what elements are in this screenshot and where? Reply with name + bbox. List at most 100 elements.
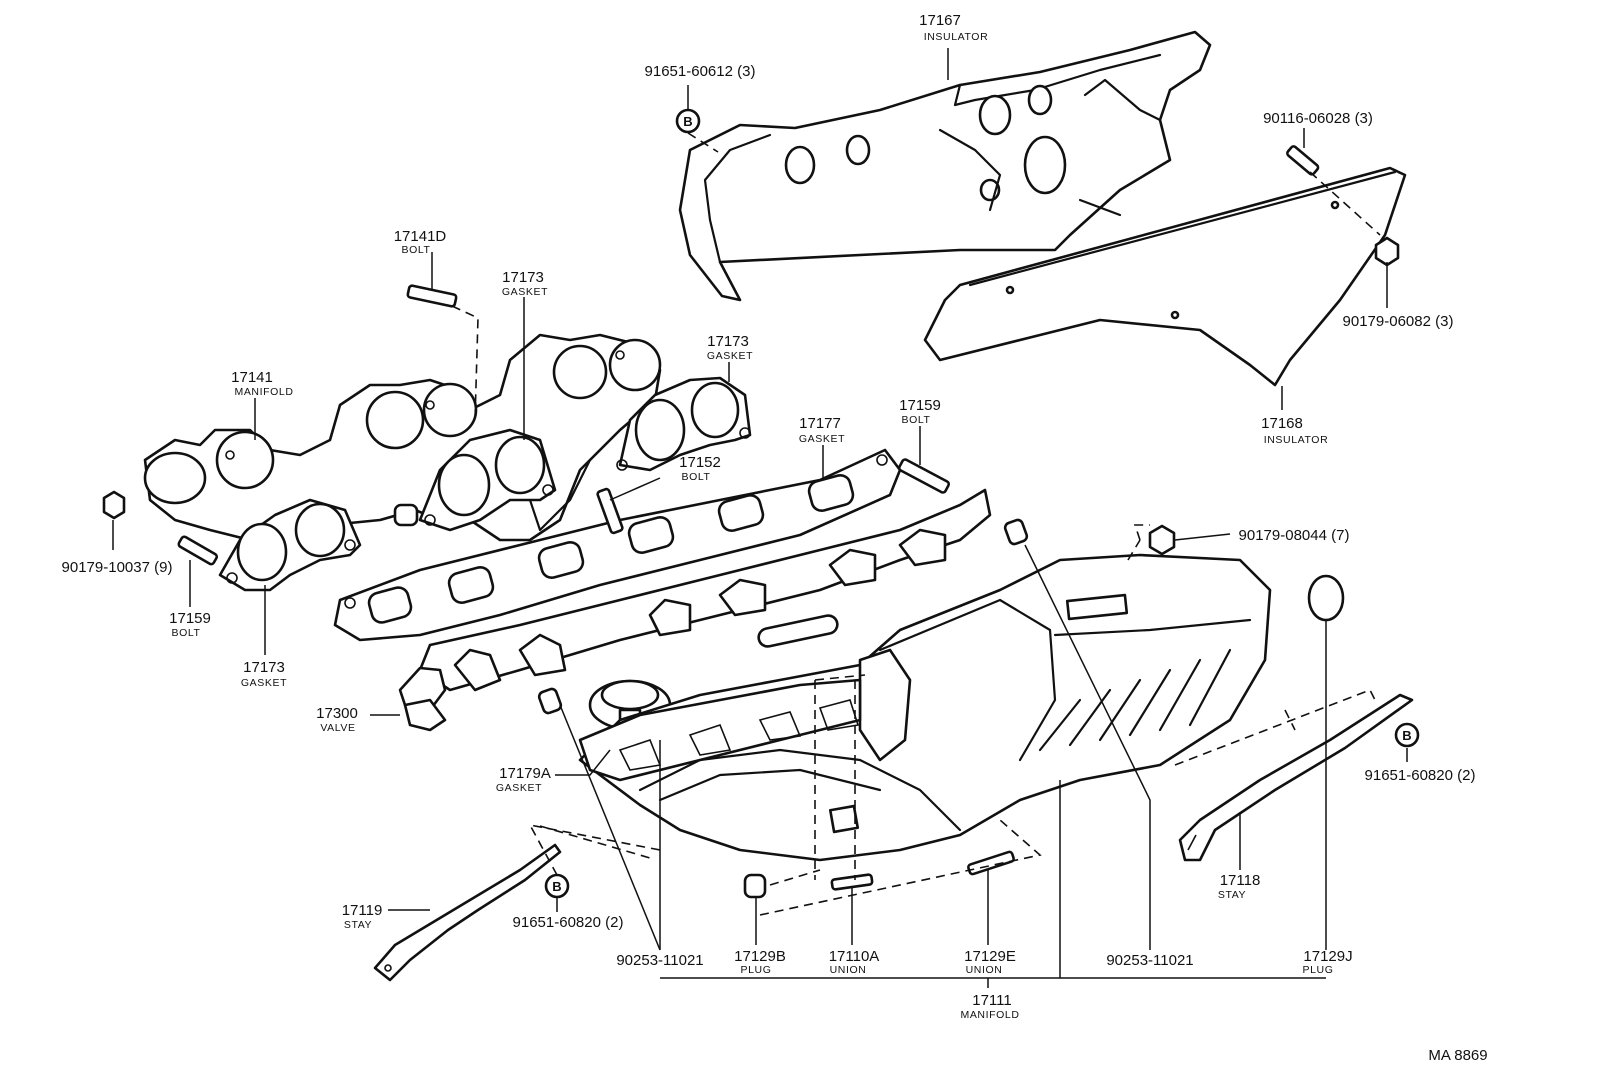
gasket-17173-middle (418, 428, 557, 532)
svg-text:90116-06028 (3): 90116-06028 (3) (1263, 110, 1373, 127)
union-17129E (967, 850, 1015, 876)
svg-text:91651-60820 (2): 91651-60820 (2) (513, 914, 624, 931)
svg-text:17173: 17173 (502, 269, 544, 286)
svg-text:B: B (683, 114, 692, 129)
svg-text:17119: 17119 (342, 902, 383, 919)
svg-text:17129E: 17129E (964, 948, 1016, 965)
svg-text:MANIFOLD: MANIFOLD (960, 1009, 1019, 1021)
callout-17111: 17111 MANIFOLD (960, 992, 1019, 1021)
svg-text:17179A: 17179A (499, 765, 551, 782)
callout-17179A: 17179A GASKET (496, 765, 551, 794)
callout-90179-06082: 90179-06082 (3) (1343, 313, 1454, 330)
svg-text:PLUG: PLUG (1303, 964, 1334, 976)
gasket-17173-right (616, 376, 752, 472)
svg-text:BOLT: BOLT (901, 414, 930, 426)
svg-text:MANIFOLD: MANIFOLD (234, 386, 293, 398)
svg-text:INSULATOR: INSULATOR (1264, 434, 1329, 446)
valve-17300 (398, 666, 447, 732)
gasket-17177 (333, 448, 902, 642)
union-17110A (830, 873, 874, 891)
intake-manifold-17111 (578, 553, 1272, 862)
svg-text:UNION: UNION (830, 964, 867, 976)
nut-90179-06082 (1374, 236, 1400, 267)
callout-90179-10037: 90179-10037 (9) (62, 559, 173, 576)
svg-text:GASKET: GASKET (496, 782, 542, 794)
plug-90253-11021 (537, 518, 1029, 715)
bolt-17159-right (897, 458, 951, 494)
callout-17129J: 17129J PLUG (1303, 948, 1353, 976)
drawing-id: MA 8869 (1428, 1047, 1487, 1064)
svg-text:STAY: STAY (1218, 889, 1246, 901)
callout-17159-right: 17159 BOLT (899, 397, 941, 426)
svg-text:17300: 17300 (316, 705, 358, 722)
svg-text:B: B (1402, 728, 1411, 743)
callout-17119: 17119 STAY (342, 902, 383, 931)
svg-text:90179-06082 (3): 90179-06082 (3) (1343, 313, 1454, 330)
svg-text:90179-10037 (9): 90179-10037 (9) (62, 559, 173, 576)
stay-17119 (373, 843, 562, 982)
callout-17177: 17177 GASKET (799, 415, 845, 445)
svg-text:90179-08044 (7): 90179-08044 (7) (1239, 527, 1350, 544)
svg-text:PLUG: PLUG (741, 964, 772, 976)
svg-text:UNION: UNION (966, 964, 1003, 976)
svg-text:BOLT: BOLT (171, 627, 200, 639)
svg-text:17173: 17173 (243, 659, 285, 676)
callout-91651-60820-right: 91651-60820 (2) (1365, 767, 1476, 784)
svg-text:BOLT: BOLT (401, 244, 430, 256)
svg-text:STAY: STAY (344, 919, 372, 931)
callout-91651-60612: 91651-60612 (3) (645, 63, 756, 80)
callout-17168: 17168 INSULATOR (1261, 415, 1328, 446)
callout-17141: 17141 MANIFOLD (231, 369, 293, 398)
callout-17152: 17152 BOLT (679, 454, 721, 483)
callout-17110A: 17110A UNION (829, 948, 880, 976)
bolt-17141D (406, 284, 458, 308)
plug-17129J (1307, 574, 1345, 622)
svg-text:17159: 17159 (899, 397, 941, 414)
insulator-17167 (678, 30, 1212, 302)
svg-text:17141: 17141 (231, 369, 273, 386)
callout-90179-08044: 90179-08044 (7) (1239, 527, 1350, 544)
svg-text:GASKET: GASKET (502, 286, 548, 298)
nut-90179-10037 (102, 490, 126, 520)
svg-text:17110A: 17110A (829, 948, 880, 965)
stay-17118 (1178, 693, 1414, 862)
svg-text:INSULATOR: INSULATOR (924, 31, 989, 43)
plug-17129B (743, 873, 767, 899)
svg-text:17177: 17177 (799, 415, 841, 432)
svg-text:17168: 17168 (1261, 415, 1303, 432)
svg-text:17167: 17167 (919, 12, 961, 29)
callout-90253-11021-right: 90253-11021 (1106, 952, 1193, 969)
callout-17167: 17167 INSULATOR (919, 12, 988, 43)
svg-text:17129B: 17129B (734, 948, 786, 965)
bolt-17159-left (177, 535, 219, 566)
svg-text:17118: 17118 (1220, 872, 1261, 889)
intake-spacer (418, 488, 992, 692)
gasket-17173-left (218, 498, 362, 592)
svg-text:17141D: 17141D (394, 228, 447, 245)
svg-text:VALVE: VALVE (320, 722, 355, 734)
svg-text:B: B (552, 879, 561, 894)
exhaust-manifold-17141 (143, 333, 662, 542)
leader-lines (112, 48, 1408, 988)
svg-text:17111: 17111 (972, 992, 1012, 1009)
b-marker-top: B (675, 108, 701, 134)
b-marker-right: B (1394, 722, 1420, 748)
assembly-dashed-lines (451, 132, 1381, 916)
stud-90116-06028 (1286, 145, 1320, 176)
callout-17129E: 17129E UNION (964, 948, 1016, 976)
callout-17118: 17118 STAY (1218, 872, 1260, 901)
svg-text:91651-60612 (3): 91651-60612 (3) (645, 63, 756, 80)
svg-text:GASKET: GASKET (707, 350, 753, 362)
svg-text:17129J: 17129J (1303, 948, 1352, 965)
svg-text:17159: 17159 (169, 610, 211, 627)
nut-90179-08044 (1148, 524, 1176, 556)
callout-91651-60820-left: 91651-60820 (2) (513, 914, 624, 931)
svg-text:90253-11021: 90253-11021 (616, 952, 703, 969)
insulator-17168 (923, 166, 1407, 387)
svg-text:90253-11021: 90253-11021 (1106, 952, 1193, 969)
callout-90253-11021-left: 90253-11021 (616, 952, 703, 969)
b-marker-left: B (544, 873, 570, 899)
callout-17141D: 17141D BOLT (394, 228, 447, 256)
callout-17173-right: 17173 GASKET (707, 333, 753, 362)
callout-17173-bottom: 17173 GASKET (241, 659, 287, 689)
